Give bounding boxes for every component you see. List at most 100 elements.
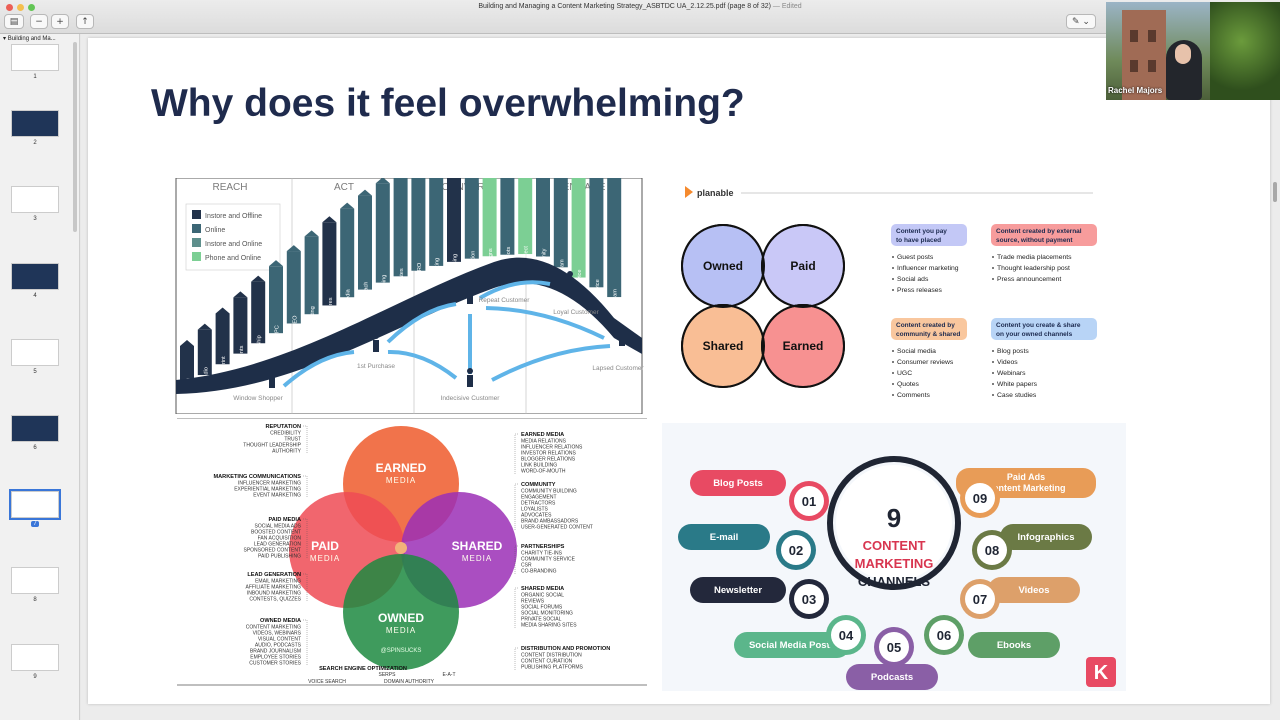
channel-bar [447, 178, 461, 262]
channel-number: 03 [802, 592, 816, 607]
peso-left-item: CONTENT MARKETING [246, 625, 301, 631]
channel-pill [678, 524, 770, 550]
zoom-in-icon[interactable]: + [51, 14, 69, 29]
channel-bar [322, 222, 337, 306]
journey-arrow [282, 350, 355, 388]
peso-right-title: COMMUNITY [521, 482, 556, 488]
center-line-1: CONTENT [863, 538, 926, 553]
channel-bar [482, 178, 497, 257]
person-icon [373, 340, 379, 352]
channel-bar-cap [197, 323, 212, 330]
stage-label: ACT [334, 182, 354, 193]
connector [514, 483, 518, 530]
person-icon [619, 327, 625, 333]
channel-number: 06 [937, 628, 951, 643]
bullet [992, 372, 994, 374]
peso-right-item: ENGAGEMENT [521, 495, 557, 501]
peso-left-item: EMPLOYEE STORIES [250, 655, 301, 661]
bullet [892, 372, 894, 374]
zoom-window-button[interactable] [28, 4, 35, 11]
legend-item: Instore and Offline [205, 213, 262, 220]
page-thumbnail[interactable] [11, 415, 59, 442]
channel-bar-label: Influencer Outreach [364, 282, 370, 331]
peso-left-item: INBOUND MARKETING [247, 591, 301, 597]
sidebar-header-label: Building and Ma... [7, 36, 56, 42]
sidebar-scrollbar[interactable] [73, 42, 77, 232]
channel-label: Podcasts [871, 672, 913, 683]
channel-pill [988, 577, 1080, 603]
peso-left-item: BOOSTED CONTENT [251, 530, 301, 536]
page-scrollbar[interactable] [1273, 182, 1277, 202]
channel-bar-cap [215, 307, 230, 314]
page-number: 6 [33, 445, 37, 451]
minimize-window-button[interactable] [17, 4, 24, 11]
bullet [892, 350, 894, 352]
channel-bar [340, 208, 355, 298]
page-thumbnail[interactable] [11, 110, 59, 137]
journey-arrow [485, 306, 605, 340]
peso-circle [343, 554, 459, 670]
page-thumbnail[interactable] [11, 44, 59, 71]
channel-node [977, 535, 1007, 565]
journey-stage-label: Window Shopper [233, 395, 283, 402]
peso-left-item: EMAIL MARKETING [255, 579, 301, 585]
sidebar-header[interactable]: ▾ Building and Ma... [3, 36, 56, 42]
channel-pill [968, 632, 1060, 658]
page-thumbnail[interactable] [11, 263, 59, 290]
person-icon [467, 292, 473, 304]
peso-left-item: PAID PUBLISHING [258, 554, 301, 560]
channel-bar [358, 195, 372, 290]
venn-group-item: Guest posts [897, 254, 934, 261]
peso-right-item: USER-GENERATED CONTENT [521, 525, 593, 531]
stage-label: REACH [212, 182, 247, 193]
channel-label: E-mail [710, 532, 739, 543]
channel-bar [375, 183, 390, 283]
connector [514, 433, 518, 474]
center-circle [836, 465, 952, 581]
close-window-button[interactable] [6, 4, 13, 11]
peso-left-item: THOUGHT LEADERSHIP [243, 443, 301, 449]
page-thumbnail[interactable] [11, 186, 59, 213]
peso-right-item: COMMUNITY BUILDING [521, 489, 577, 495]
peso-right-item: INFLUENCER RELATIONS [521, 445, 583, 451]
peso-left-title: REPUTATION [265, 424, 301, 430]
peso-right-item: MEDIA SHARING SITES [521, 623, 577, 629]
channel-pill [690, 577, 786, 603]
sidebar-toggle-icon[interactable]: ▤ [4, 14, 24, 29]
markup-pen-icon[interactable]: ✎ ⌄ [1066, 14, 1096, 29]
channel-label: Ebooks [997, 640, 1031, 651]
page-thumbnail-number: 3 [0, 216, 70, 222]
peso-right-item: BLOGGER RELATIONS [521, 457, 576, 463]
peso-right-item: BRAND AMBASSADORS [521, 519, 579, 525]
channel-bar-cap [251, 275, 266, 282]
peso-right-item: CO-BRANDING [521, 569, 557, 575]
page-number: 5 [33, 369, 37, 375]
channel-number: 04 [839, 628, 854, 643]
page-thumbnail[interactable] [11, 567, 59, 594]
channel-number: 09 [973, 491, 987, 506]
channel-label: Blog Posts [713, 478, 763, 489]
share-icon[interactable]: ↑ [76, 14, 94, 29]
zoom-out-icon[interactable]: − [30, 14, 48, 29]
page-thumbnail[interactable] [11, 644, 59, 671]
page-title: Why does it feel overwhelming? [151, 82, 745, 125]
channel-number: 01 [802, 494, 816, 509]
venn-outline [681, 304, 765, 388]
person-icon [269, 369, 275, 375]
journey-stage-label: Loyal Customer [553, 309, 599, 316]
channel-bar-label: Radio [203, 367, 209, 382]
peso-bottom-item: E-A-T [442, 672, 455, 678]
video-feed: Rachel Majors [1106, 2, 1280, 100]
center-ring [827, 456, 961, 590]
page-thumbnail-number: 6 [0, 445, 70, 451]
channel-bar-label: Remarketing [435, 258, 441, 290]
peso-circle-sub: MEDIA [386, 626, 416, 635]
channel-bar [571, 178, 586, 278]
channel-bar-cap [269, 260, 283, 267]
legend-swatch [192, 252, 201, 261]
page-thumbnail[interactable] [11, 339, 59, 366]
page-thumbnail[interactable] [9, 489, 61, 520]
journey-arrow [387, 349, 458, 380]
